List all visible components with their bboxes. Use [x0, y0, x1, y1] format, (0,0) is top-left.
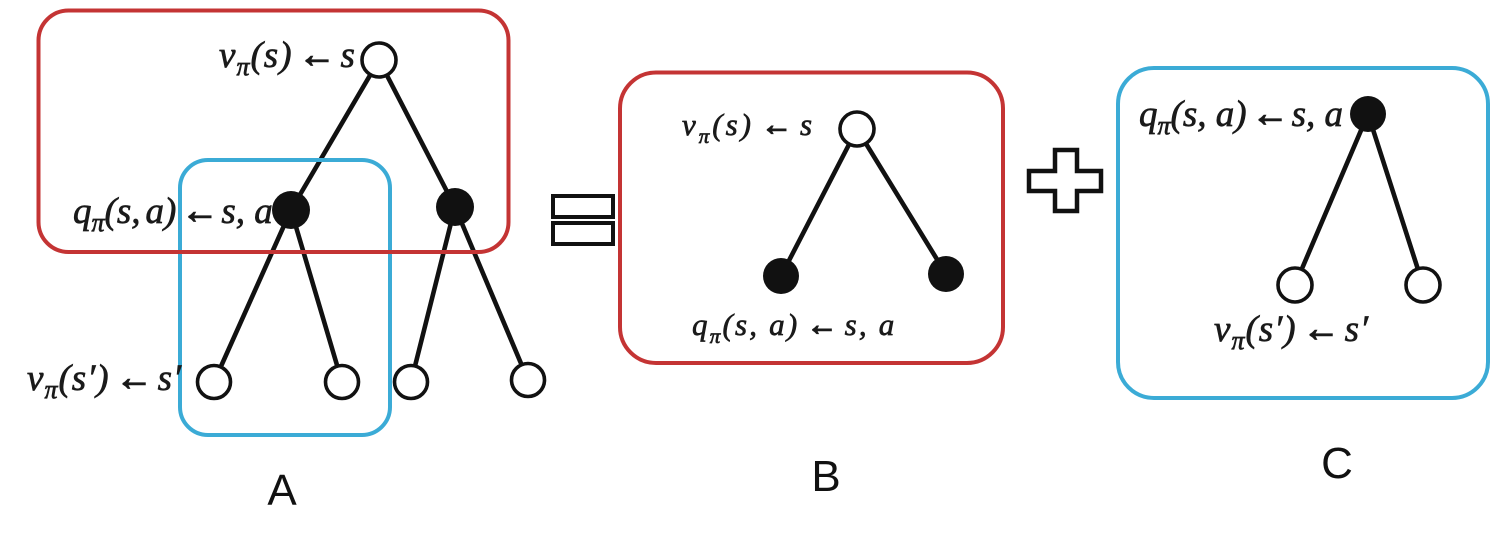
svg-text:vπ(s′)←s′: vπ(s′)←s′ — [27, 358, 182, 404]
svg-text:B: B — [811, 452, 840, 501]
svg-text:A: A — [267, 466, 297, 515]
svg-text:qπ(s,a)←s, a: qπ(s,a)←s, a — [73, 191, 273, 237]
svg-text:vπ(s′)←s′: vπ(s′)←s′ — [1214, 309, 1369, 355]
svg-text:C: C — [1321, 439, 1353, 488]
svg-text:qπ(s, a)←s, a: qπ(s, a)←s, a — [692, 307, 896, 348]
svg-text:qπ(s, a)←s, a: qπ(s, a)←s, a — [1139, 94, 1343, 140]
svg-text:vπ(s)←s: vπ(s)←s — [219, 35, 356, 81]
svg-text:vπ(s)←s: vπ(s)←s — [682, 107, 815, 148]
